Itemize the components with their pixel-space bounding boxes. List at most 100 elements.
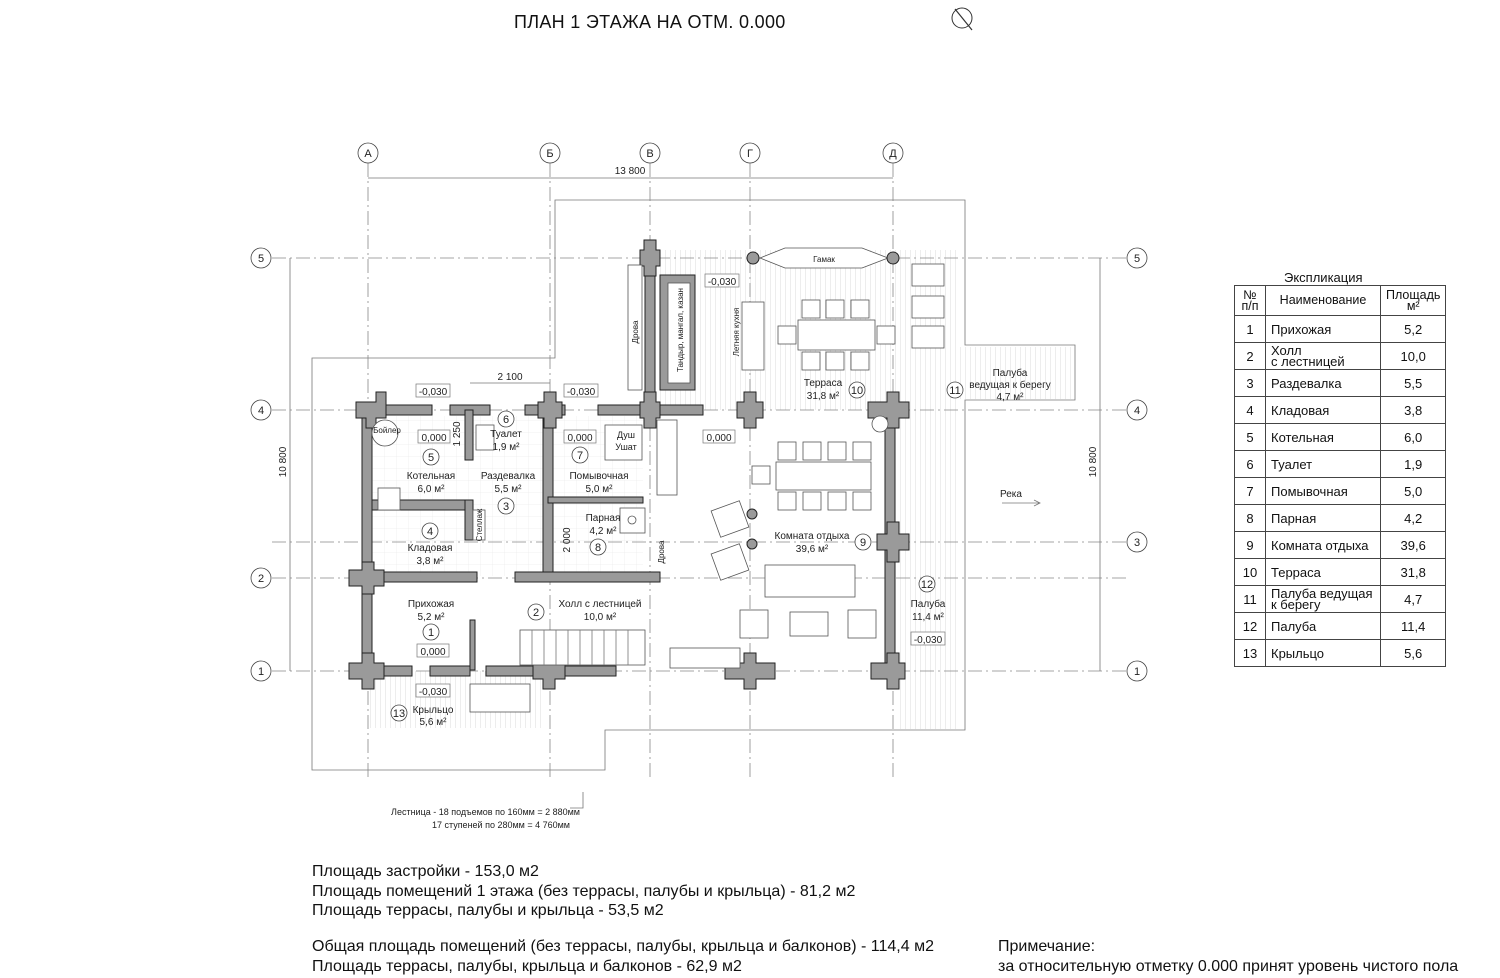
room-10: Терраса 31,8 м² 10 xyxy=(804,378,866,402)
summary-line: Общая площадь помещений (без террасы, па… xyxy=(312,938,934,955)
svg-text:В: В xyxy=(646,148,653,160)
column-markers: А Б В Г Д xyxy=(357,142,904,164)
svg-text:2: 2 xyxy=(258,573,264,585)
plan-title: ПЛАН 1 ЭТАЖА НА ОТМ. 0.000 xyxy=(514,12,786,32)
svg-text:39,6 м²: 39,6 м² xyxy=(796,544,829,555)
summary-line: Площадь террасы, палубы, крыльца и балко… xyxy=(312,957,742,975)
grill-label: Тандыр, мангал, казан xyxy=(676,288,685,372)
walls xyxy=(348,239,910,690)
svg-text:4,7 м²: 4,7 м² xyxy=(997,392,1025,403)
svg-text:5: 5 xyxy=(1134,253,1140,265)
svg-text:3,8 м²: 3,8 м² xyxy=(417,556,445,567)
svg-text:1: 1 xyxy=(428,627,434,639)
room-11: Палуба ведущая к берегу 4,7 м² 11 xyxy=(946,367,1051,403)
room-7: Помывочная 5,0 м² 7 xyxy=(569,446,629,495)
shower-label: Душ xyxy=(617,430,635,440)
hammock-label: Гамак xyxy=(813,255,835,264)
room-3: Раздевалка 5,5 м² 3 xyxy=(481,471,536,515)
svg-text:2: 2 xyxy=(533,607,539,619)
svg-text:Д: Д xyxy=(889,148,897,160)
svg-text:0,000: 0,000 xyxy=(421,433,446,444)
summary-line: Площадь застройки - 153,0 м2 xyxy=(312,863,539,880)
svg-text:5,0 м²: 5,0 м² xyxy=(586,484,614,495)
site-outline xyxy=(311,199,1076,771)
dim-overall-depth-left: 10 800 xyxy=(278,446,289,477)
svg-text:Б: Б xyxy=(546,148,553,160)
svg-text:5: 5 xyxy=(258,253,264,265)
firewood-label-2: Дрова xyxy=(657,540,666,563)
summary-line: Площадь помещений 1 этажа (без террасы, … xyxy=(312,882,856,900)
stair-note-line2: 17 ступеней по 280мм = 4 760мм xyxy=(432,820,570,830)
svg-text:Котельная: Котельная xyxy=(407,471,455,482)
svg-text:6,0 м²: 6,0 м² xyxy=(418,484,446,495)
svg-text:ведущая к берегу: ведущая к берегу xyxy=(969,379,1050,391)
svg-text:Парная: Парная xyxy=(586,513,621,524)
svg-text:10,0 м²: 10,0 м² xyxy=(584,612,617,623)
svg-text:5,5 м²: 5,5 м² xyxy=(495,484,523,495)
svg-text:0,000: 0,000 xyxy=(706,433,731,444)
note: Примечание: за относительную отметку 0.0… xyxy=(998,937,1458,977)
dim-2000: 2 000 xyxy=(562,527,573,552)
room-9: Комната отдыха 39,6 м² 9 xyxy=(775,531,872,555)
svg-text:1: 1 xyxy=(258,666,264,678)
svg-text:-0,030: -0,030 xyxy=(419,687,448,698)
dim-overall-width: 13 800 xyxy=(615,166,646,177)
room-12: Палуба 11,4 м² 12 xyxy=(911,575,946,623)
note-title: Примечание: xyxy=(998,938,1096,955)
svg-text:Г: Г xyxy=(747,148,753,160)
svg-text:5,6 м²: 5,6 м² xyxy=(420,717,448,728)
svg-text:31,8 м²: 31,8 м² xyxy=(807,391,840,402)
dim-overall-depth-right: 10 800 xyxy=(1088,446,1099,477)
svg-text:1,9 м²: 1,9 м² xyxy=(493,442,521,453)
room-1: Прихожая 5,2 м² 1 xyxy=(408,599,454,641)
svg-text:11,4 м²: 11,4 м² xyxy=(912,612,944,623)
tub-label: Ушат xyxy=(615,442,636,452)
svg-text:5,2 м²: 5,2 м² xyxy=(418,612,446,623)
level-marks: -0,030 -0,030 -0,030 -0,030 -0,030 0,000… xyxy=(415,273,946,698)
svg-text:13: 13 xyxy=(393,708,405,720)
svg-text:7: 7 xyxy=(577,450,583,462)
svg-text:Туалет: Туалет xyxy=(490,429,522,440)
svg-text:-0,030: -0,030 xyxy=(419,387,448,398)
room-8: Парная 4,2 м² 8 xyxy=(586,513,621,556)
room-5: Котельная 6,0 м² 5 xyxy=(407,448,455,495)
svg-text:А: А xyxy=(364,148,372,160)
svg-text:-0,030: -0,030 xyxy=(708,277,737,288)
river-label: Река xyxy=(1000,489,1022,500)
dim-2100: 2 100 xyxy=(497,372,522,383)
firewood-label: Дрова xyxy=(631,320,640,343)
svg-text:Палуба: Палуба xyxy=(911,598,946,610)
svg-text:Раздевалка: Раздевалка xyxy=(481,471,536,482)
svg-text:0,000: 0,000 xyxy=(420,647,445,658)
stair-note-line1: Лестница - 18 подъемов по 160мм = 2 880м… xyxy=(391,807,580,817)
row-markers: 5 4 2 1 5 4 3 1 xyxy=(250,247,1148,682)
side-deck xyxy=(900,410,960,730)
river-arrow-icon xyxy=(1002,499,1041,507)
svg-text:12: 12 xyxy=(921,579,933,591)
svg-text:Крыльцо: Крыльцо xyxy=(413,705,454,716)
svg-text:0,000: 0,000 xyxy=(567,433,592,444)
svg-text:4,2 м²: 4,2 м² xyxy=(590,526,618,537)
note-text: за относительную отметку 0.000 принят ур… xyxy=(998,958,1459,975)
svg-text:Холл с лестницей: Холл с лестницей xyxy=(559,599,642,610)
svg-text:Терраса: Терраса xyxy=(804,378,843,389)
svg-text:-0,030: -0,030 xyxy=(914,635,943,646)
svg-text:10: 10 xyxy=(851,385,863,397)
shelf-label: Стеллаж xyxy=(475,508,484,541)
explication-caption: Экспликация xyxy=(1284,270,1363,285)
svg-text:Прихожая: Прихожая xyxy=(408,599,454,610)
summer-kitchen-label: Летняя кухня xyxy=(732,308,741,357)
staircase xyxy=(519,629,646,809)
